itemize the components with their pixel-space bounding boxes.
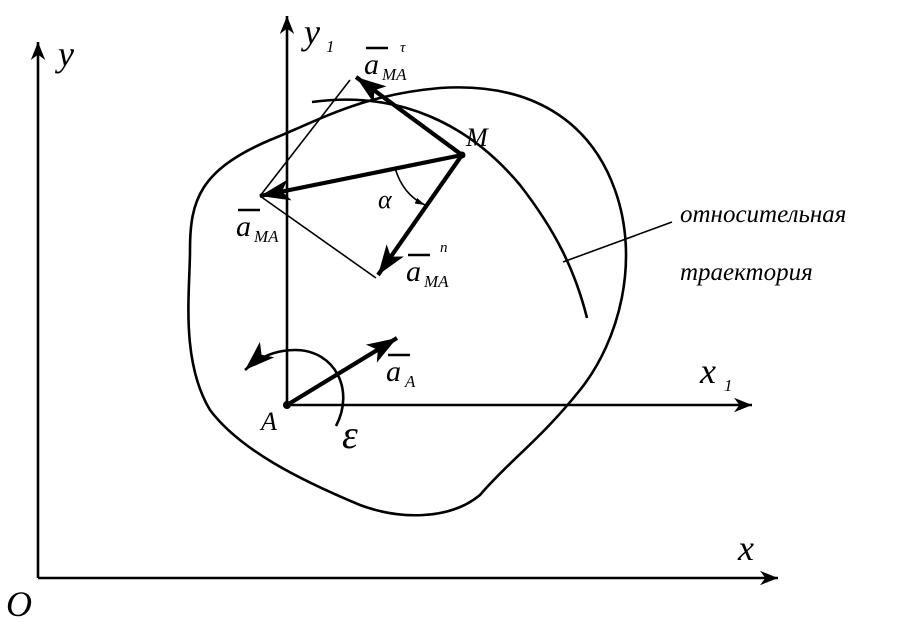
y-axis-label: y (55, 34, 74, 74)
body-outline (187, 86, 628, 517)
svg-text:1: 1 (326, 37, 335, 56)
y1-axis-label: y 1 (301, 12, 335, 56)
label-a-MA-n: a MA n (406, 240, 449, 291)
svg-text:1: 1 (724, 376, 733, 395)
vector-a-A (285, 336, 399, 407)
svg-text:MA: MA (381, 65, 407, 84)
origin-label: O (6, 584, 32, 624)
x1-axis-label: x 1 (699, 351, 733, 395)
caption-line-2: траектория (680, 259, 813, 286)
svg-text:x: x (699, 351, 716, 391)
point-M-dot (458, 151, 466, 159)
svg-text:A: A (404, 372, 416, 391)
svg-text:n: n (440, 240, 448, 256)
vector-a-MA-n (376, 153, 464, 277)
svg-text:a: a (406, 255, 421, 288)
point-A-label: A (259, 407, 277, 436)
svg-text:a: a (364, 48, 379, 81)
svg-text:MA: MA (253, 227, 279, 246)
alpha-label: α (378, 185, 393, 214)
vector-a-MA (259, 152, 463, 201)
epsilon-label: ε (342, 412, 358, 457)
svg-text:a: a (386, 355, 401, 388)
alpha-arc (394, 167, 426, 206)
caption-leader (562, 221, 673, 263)
construction-line-top (259, 79, 351, 197)
epsilon-arc (244, 341, 345, 427)
label-a-A: a A (386, 353, 416, 391)
relative-trajectory (311, 98, 589, 319)
label-a-MA: a MA (236, 208, 279, 246)
svg-text:y: y (301, 12, 320, 52)
construction-line-bottom (259, 195, 377, 279)
point-A-dot (283, 401, 291, 409)
caption-line-1: относительная (680, 201, 846, 228)
vector-a-MA-tau (354, 75, 464, 157)
point-M-label: M (465, 123, 489, 152)
svg-text:a: a (236, 210, 251, 243)
svg-text:MA: MA (423, 272, 449, 291)
x-axis-label: x (737, 528, 754, 568)
label-a-MA-tau: a MA τ (364, 40, 407, 84)
svg-text:τ: τ (400, 40, 406, 56)
